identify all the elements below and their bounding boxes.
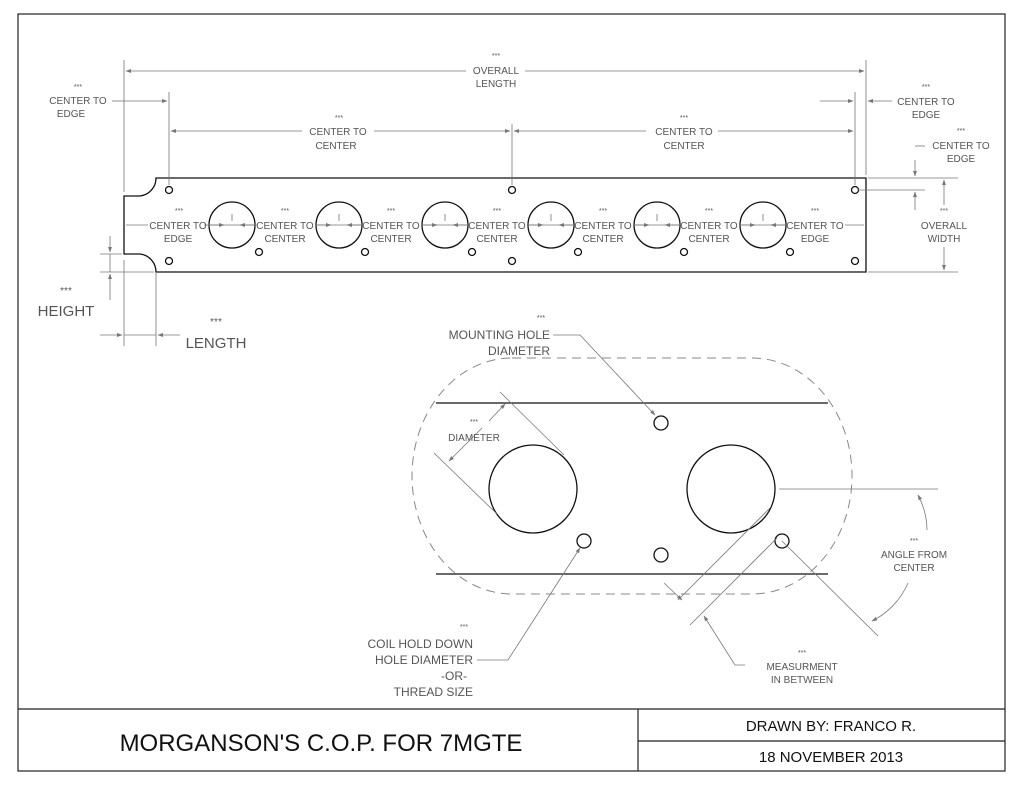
svg-text:***: *** (798, 650, 806, 657)
sheet-border (17, 13, 1006, 772)
detail-coil-bore-left (488, 444, 578, 534)
svg-text:COIL HOLD DOWN: COIL HOLD DOWN (367, 637, 473, 651)
center-to-edge-right-dimension: *** CENTER TO EDGE (820, 84, 955, 121)
svg-text:***: *** (922, 84, 930, 91)
center-to-center-dimension-1: *** CENTER TO CENTER (170, 115, 511, 152)
svg-text:EDGE: EDGE (912, 110, 941, 121)
detail-view (411, 357, 853, 595)
measurement-in-between-callout: *** MEASURMENT IN BETWEEN (663, 507, 838, 686)
length-dimension: *** LENGTH (100, 260, 246, 352)
svg-text:***: *** (387, 208, 395, 215)
mounting-holes (164, 185, 860, 266)
center-to-edge-left-dimension: *** CENTER TO EDGE (49, 84, 168, 120)
svg-text:***: *** (460, 624, 468, 631)
svg-text:CENTER TO: CENTER TO (897, 97, 955, 108)
detail-mounting-hole-top (653, 415, 669, 431)
angle-from-center-callout: *** ANGLE FROM CENTER (779, 488, 947, 637)
center-to-center-dimension-2: *** CENTER TO CENTER (513, 115, 854, 152)
svg-text:MOUNTING HOLE: MOUNTING HOLE (449, 328, 550, 342)
overall-length-dimension: *** OVERALL LENGTH (125, 53, 865, 90)
overall-width-dimension: *** OVERALL WIDTH (868, 179, 968, 273)
svg-text:EDGE: EDGE (57, 109, 86, 120)
drawing-title: MORGANSON'S C.O.P. FOR 7MGTE (120, 730, 523, 757)
drawn-by: DRAWN BY: FRANCO R. (746, 718, 916, 735)
svg-text:***: *** (493, 208, 501, 215)
svg-text:ANGLE FROM: ANGLE FROM (881, 550, 947, 561)
svg-text:OVERALL: OVERALL (921, 221, 968, 232)
svg-text:LENGTH: LENGTH (186, 335, 247, 352)
svg-text:IN BETWEEN: IN BETWEEN (771, 675, 833, 686)
svg-text:CENTER: CENTER (370, 234, 411, 245)
svg-text:CENTER: CENTER (315, 141, 356, 152)
svg-text:***: *** (910, 538, 918, 545)
svg-text:CENTER TO: CENTER TO (468, 221, 526, 232)
drawing-date: 18 NOVEMBER 2013 (759, 749, 903, 766)
svg-text:CENTER: CENTER (893, 563, 934, 574)
svg-text:DIAMETER: DIAMETER (488, 344, 550, 358)
svg-text:CENTER TO: CENTER TO (149, 221, 207, 232)
detail-coil-bore-right (686, 444, 776, 534)
svg-text:THREAD SIZE: THREAD SIZE (394, 685, 473, 699)
detail-boundary (411, 357, 853, 595)
svg-text:CENTER TO: CENTER TO (786, 221, 844, 232)
center-to-edge-vertical-dimension: *** CENTER TO EDGE (858, 128, 990, 210)
cop-plate-outline (123, 177, 867, 273)
svg-text:CENTER TO: CENTER TO (49, 96, 107, 107)
svg-text:***: *** (940, 208, 948, 215)
svg-text:CENTER: CENTER (688, 234, 729, 245)
in-plate-stars-1: *** (175, 208, 183, 215)
svg-text:***: *** (210, 317, 222, 328)
svg-text:CENTER TO: CENTER TO (256, 221, 314, 232)
svg-text:MEASURMENT: MEASURMENT (766, 662, 837, 673)
svg-text:***: *** (957, 128, 965, 135)
svg-text:***: *** (60, 286, 72, 297)
svg-text:***: *** (680, 115, 688, 122)
detail-hold-down-hole-right (774, 533, 790, 549)
svg-text:HEIGHT: HEIGHT (38, 303, 95, 320)
svg-text:CENTER: CENTER (476, 234, 517, 245)
svg-text:***: *** (281, 208, 289, 215)
svg-text:WIDTH: WIDTH (928, 234, 961, 245)
in-plate-labels: *** CENTER TO EDGE *** CENTER TO CENTER … (148, 208, 845, 245)
svg-text:CENTER TO: CENTER TO (932, 141, 990, 152)
svg-text:***: *** (335, 115, 343, 122)
svg-text:OVERALL: OVERALL (473, 66, 520, 77)
svg-text:***: *** (705, 208, 713, 215)
coil-hold-down-callout: *** COIL HOLD DOWN HOLE DIAMETER -OR- TH… (367, 547, 581, 699)
detail-hold-down-hole-left (576, 533, 592, 549)
svg-text:CENTER TO: CENTER TO (362, 221, 420, 232)
svg-text:***: *** (599, 208, 607, 215)
svg-text:***: *** (492, 53, 500, 60)
svg-text:EDGE: EDGE (164, 234, 193, 245)
svg-text:EDGE: EDGE (801, 234, 830, 245)
svg-text:***: *** (537, 315, 545, 322)
svg-text:EDGE: EDGE (947, 154, 976, 165)
svg-text:HOLE DIAMETER: HOLE DIAMETER (375, 653, 473, 667)
svg-text:***: *** (74, 84, 82, 91)
svg-text:CENTER TO: CENTER TO (655, 127, 713, 138)
svg-text:CENTER TO: CENTER TO (574, 221, 632, 232)
svg-text:***: *** (811, 208, 819, 215)
svg-text:CENTER TO: CENTER TO (309, 127, 367, 138)
height-dimension: *** HEIGHT (38, 236, 154, 320)
svg-text:CENTER: CENTER (264, 234, 305, 245)
svg-text:CENTER TO: CENTER TO (680, 221, 738, 232)
svg-text:CENTER: CENTER (582, 234, 623, 245)
svg-text:***: *** (470, 419, 478, 426)
svg-text:CENTER: CENTER (663, 141, 704, 152)
svg-text:DIAMETER: DIAMETER (448, 433, 500, 444)
svg-text:LENGTH: LENGTH (476, 79, 517, 90)
bore-diameter-callout: *** DIAMETER (433, 391, 565, 515)
detail-mounting-hole-bottom (653, 547, 669, 563)
svg-text:-OR-: -OR- (441, 669, 467, 683)
mounting-hole-diameter-callout: *** MOUNTING HOLE DIAMETER (449, 315, 656, 416)
